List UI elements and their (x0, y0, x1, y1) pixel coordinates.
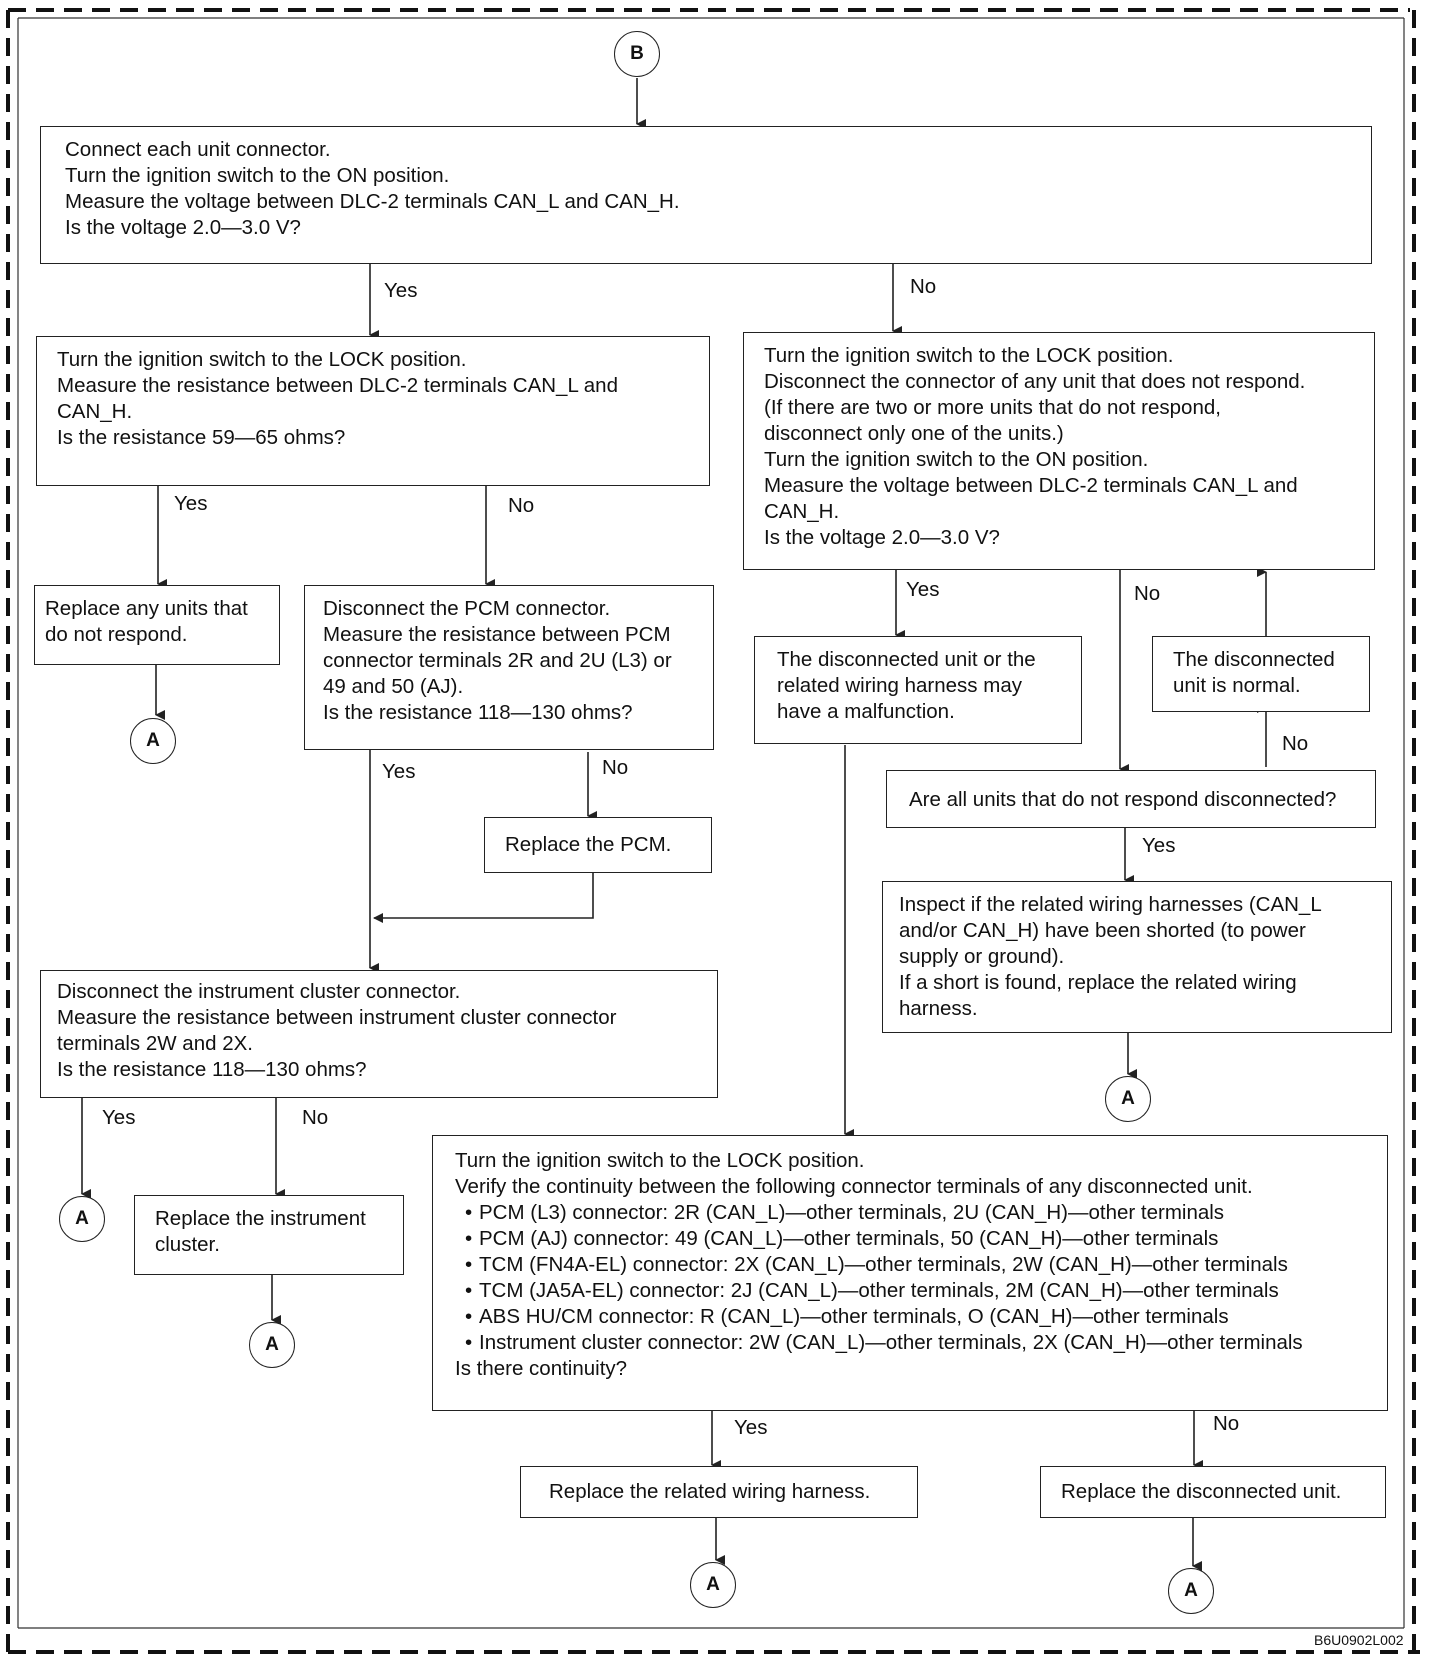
box-line: Are all units that do not respond discon… (909, 788, 1337, 811)
bullet-item: PCM (AJ) connector: 49 (CAN_L)—other ter… (455, 1226, 1373, 1252)
box-line: Measure the voltage between DLC-2 termin… (764, 474, 1298, 497)
box-line: Inspect if the related wiring harnesses … (899, 893, 1322, 916)
label-no: No (602, 756, 629, 779)
box-line: unit is normal. (1173, 674, 1301, 697)
box-line: CAN_H. (57, 400, 133, 423)
box-replace-disconnected-unit: Replace the disconnected unit. (1040, 1466, 1386, 1518)
box-line: Is there continuity? (455, 1357, 628, 1380)
label-no: No (1134, 582, 1161, 605)
box-line: Is the voltage 2.0—3.0 V? (764, 526, 1000, 549)
connector-b: B (614, 31, 660, 77)
box-line: do not respond. (45, 623, 188, 646)
box-line: The disconnected (1173, 648, 1335, 671)
bullet-item: PCM (L3) connector: 2R (CAN_L)—other ter… (455, 1200, 1373, 1226)
box-line: Disconnect the connector of any unit tha… (764, 370, 1306, 393)
label-no: No (1282, 732, 1309, 755)
page-border (6, 8, 1420, 1654)
connector-a: A (59, 1196, 105, 1242)
box-line: Measure the resistance between PCM (323, 623, 671, 646)
box-all-units-disconnected-question: Are all units that do not respond discon… (886, 770, 1376, 828)
box-line: cluster. (155, 1233, 220, 1256)
box-line: Replace the PCM. (505, 833, 672, 856)
box-check-voltage-initial: Connect each unit connector. Turn the ig… (40, 126, 1372, 264)
bullet-item: TCM (JA5A-EL) connector: 2J (CAN_L)—othe… (455, 1278, 1373, 1304)
box-line: Disconnect the PCM connector. (323, 597, 611, 620)
box-line: CAN_H. (764, 500, 840, 523)
box-line: Turn the ignition switch to the LOCK pos… (764, 344, 1174, 367)
box-inspect-harness-short: Inspect if the related wiring harnesses … (882, 881, 1392, 1033)
inner-frame (17, 17, 1405, 1629)
label-yes: Yes (1142, 834, 1176, 857)
box-line: Turn the ignition switch to the LOCK pos… (455, 1149, 865, 1172)
bullet-item: TCM (FN4A-EL) connector: 2X (CAN_L)—othe… (455, 1252, 1373, 1278)
box-line: Measure the resistance between DLC-2 ter… (57, 374, 618, 397)
label-yes: Yes (382, 760, 416, 783)
box-unit-or-harness-malfunction: The disconnected unit or the related wir… (754, 636, 1082, 744)
arrows (81, 78, 1267, 1571)
box-line: Turn the ignition switch to the ON posit… (65, 164, 450, 187)
box-replace-pcm: Replace the PCM. (484, 817, 712, 873)
box-line: Is the voltage 2.0—3.0 V? (65, 216, 301, 239)
box-replace-instrument-cluster: Replace the instrument cluster. (134, 1195, 404, 1275)
box-line: If a short is found, replace the related… (899, 971, 1297, 994)
bullet-item: Instrument cluster connector: 2W (CAN_L)… (455, 1330, 1373, 1356)
box-line: supply or ground). (899, 945, 1065, 968)
label-no: No (302, 1106, 329, 1129)
box-line: harness. (899, 997, 978, 1020)
box-line: and/or CAN_H) have been shorted (to powe… (899, 919, 1306, 942)
box-check-pcm-resistance: Disconnect the PCM connector. Measure th… (304, 585, 714, 750)
label-no: No (1213, 1412, 1240, 1435)
connector-a: A (1105, 1076, 1151, 1122)
box-line: Is the resistance 118—130 ohms? (323, 701, 633, 724)
box-line: Verify the continuity between the follow… (455, 1175, 1253, 1198)
box-line: 49 and 50 (AJ). (323, 675, 464, 698)
box-line: Replace any units that (45, 597, 248, 620)
box-line: Measure the voltage between DLC-2 termin… (65, 190, 680, 213)
box-line: Is the resistance 59—65 ohms? (57, 426, 346, 449)
box-line: connector terminals 2R and 2U (L3) or (323, 649, 672, 672)
figure-code: B6U0902L002 (1314, 1632, 1404, 1648)
bullet-item: ABS HU/CM connector: R (CAN_L)—other ter… (455, 1304, 1373, 1330)
box-check-instrument-cluster-resistance: Disconnect the instrument cluster connec… (40, 970, 718, 1098)
label-yes: Yes (734, 1416, 768, 1439)
label-yes: Yes (384, 279, 418, 302)
connector-a: A (249, 1322, 295, 1368)
connector-a: A (690, 1562, 736, 1608)
box-line: (If there are two or more units that do … (764, 396, 1221, 419)
box-line: The disconnected unit or the (777, 648, 1036, 671)
box-verify-continuity: Turn the ignition switch to the LOCK pos… (432, 1135, 1388, 1411)
box-line: have a malfunction. (777, 700, 955, 723)
box-check-resistance-dlc: Turn the ignition switch to the LOCK pos… (36, 336, 710, 486)
label-yes: Yes (174, 492, 208, 515)
box-line: Turn the ignition switch to the LOCK pos… (57, 348, 467, 371)
box-line: Replace the related wiring harness. (549, 1480, 871, 1503)
box-replace-nonresponding-units: Replace any units that do not respond. (34, 585, 280, 665)
box-line: related wiring harness may (777, 674, 1022, 697)
box-line: Disconnect the instrument cluster connec… (57, 980, 461, 1003)
box-line: disconnect only one of the units.) (764, 422, 1064, 445)
label-yes: Yes (102, 1106, 136, 1129)
connector-a: A (1168, 1568, 1214, 1614)
label-yes: Yes (906, 578, 940, 601)
box-line: Is the resistance 118—130 ohms? (57, 1058, 367, 1081)
box-line: Replace the instrument (155, 1207, 366, 1230)
box-line: Turn the ignition switch to the ON posit… (764, 448, 1149, 471)
label-no: No (508, 494, 535, 517)
box-unit-normal: The disconnected unit is normal. (1152, 636, 1370, 712)
box-line: terminals 2W and 2X. (57, 1032, 253, 1055)
connector-a: A (130, 718, 176, 764)
box-replace-wiring-harness: Replace the related wiring harness. (520, 1466, 918, 1518)
label-no: No (910, 275, 937, 298)
box-line: Connect each unit connector. (65, 138, 331, 161)
box-line: Measure the resistance between instrumen… (57, 1006, 617, 1029)
box-line: Replace the disconnected unit. (1061, 1480, 1342, 1503)
box-disconnect-nonresponding-unit: Turn the ignition switch to the LOCK pos… (743, 332, 1375, 570)
